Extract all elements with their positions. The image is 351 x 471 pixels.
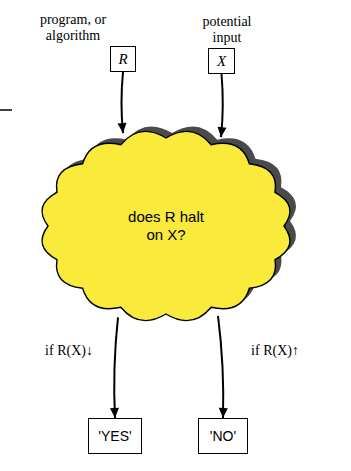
connector bbox=[110, 317, 119, 418]
connector bbox=[218, 74, 227, 137]
connector-line bbox=[218, 316, 223, 418]
condition-label: if R(X)↓ bbox=[44, 343, 94, 359]
variable-name: X bbox=[217, 53, 226, 70]
connector bbox=[118, 72, 127, 133]
decision-cloud: does R halt on X? bbox=[38, 128, 294, 324]
input-box: program, or algorithmR bbox=[110, 46, 136, 72]
variable-name: R bbox=[118, 51, 127, 68]
connector bbox=[218, 316, 228, 418]
arrow-head bbox=[110, 408, 119, 418]
stray-tick bbox=[0, 109, 12, 111]
question-text: does R halt on X? bbox=[118, 208, 214, 244]
box-heading: potential input bbox=[187, 14, 267, 45]
connector-line bbox=[114, 317, 118, 418]
output-text: 'NO' bbox=[210, 428, 236, 444]
output-box: 'YES' bbox=[88, 418, 142, 454]
arrow-head bbox=[218, 127, 227, 137]
output-box: 'NO' bbox=[198, 418, 248, 454]
input-box: potential inputX bbox=[208, 48, 235, 74]
arrow-head bbox=[118, 123, 127, 133]
output-text: 'YES' bbox=[98, 428, 131, 444]
arrow-head bbox=[219, 408, 228, 418]
condition-label: if R(X)↑ bbox=[250, 343, 300, 359]
box-heading: program, or algorithm bbox=[23, 12, 123, 43]
cloud-outline bbox=[42, 131, 290, 320]
